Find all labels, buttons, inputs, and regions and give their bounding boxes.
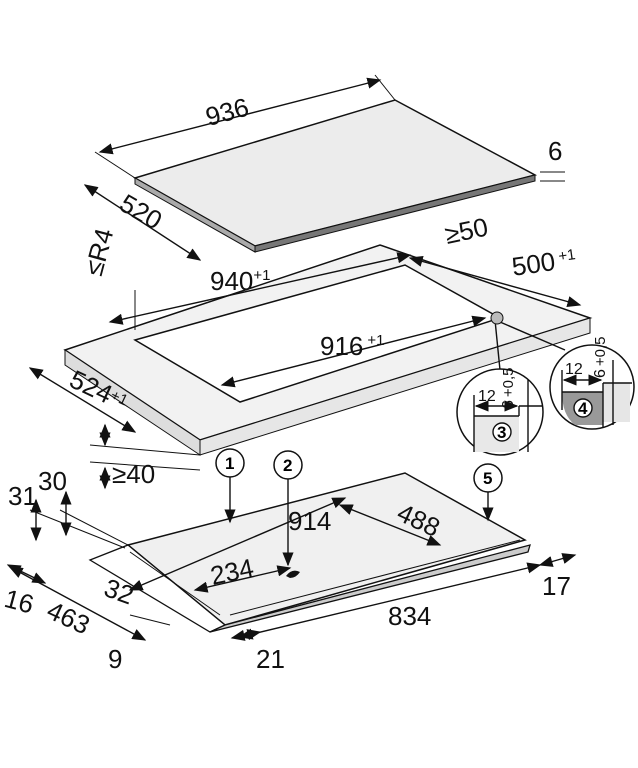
inset-4-number: 4	[578, 399, 588, 418]
inset-3-number: 3	[497, 423, 506, 442]
dim-edge-min: ≥50	[442, 212, 490, 250]
glass-top	[83, 74, 565, 261]
detail-inset-3	[456, 368, 544, 456]
detail-inset-4	[549, 344, 635, 430]
inset-4-width: 12	[565, 361, 583, 378]
dim-below-min: ≥40	[112, 459, 155, 489]
dim-463: 463	[42, 595, 94, 641]
inset-3-depth: 6+0,5	[500, 367, 517, 409]
svg-text:1: 1	[225, 454, 234, 473]
dim-6: 6	[548, 136, 562, 166]
dim-916: 916+1	[320, 331, 385, 361]
hob-unit	[6, 472, 577, 641]
dim-9: 9	[108, 644, 122, 674]
dim-16: 16	[1, 583, 37, 619]
inset-4-depth: 6+0,5	[592, 336, 609, 378]
worktop	[28, 244, 593, 490]
inset-3-width: 12	[478, 388, 496, 405]
dim-914: 914	[288, 506, 331, 536]
dim-500: 500+1	[510, 243, 578, 282]
dim-17: 17	[542, 571, 571, 601]
dim-30: 30	[38, 466, 67, 496]
svg-text:5: 5	[483, 469, 492, 488]
dim-radius: ≤R4	[78, 225, 119, 279]
dim-31: 31	[8, 481, 37, 511]
callout-2: 2	[273, 450, 303, 480]
dim-834: 834	[388, 601, 431, 631]
dim-21: 21	[256, 644, 285, 674]
callout-5: 5	[473, 463, 503, 493]
dim-line-936	[98, 77, 382, 155]
dim-936: 936	[202, 92, 252, 132]
callout-1: 1	[215, 448, 245, 478]
dim-940: 940+1	[210, 266, 271, 296]
svg-text:2: 2	[283, 456, 292, 475]
